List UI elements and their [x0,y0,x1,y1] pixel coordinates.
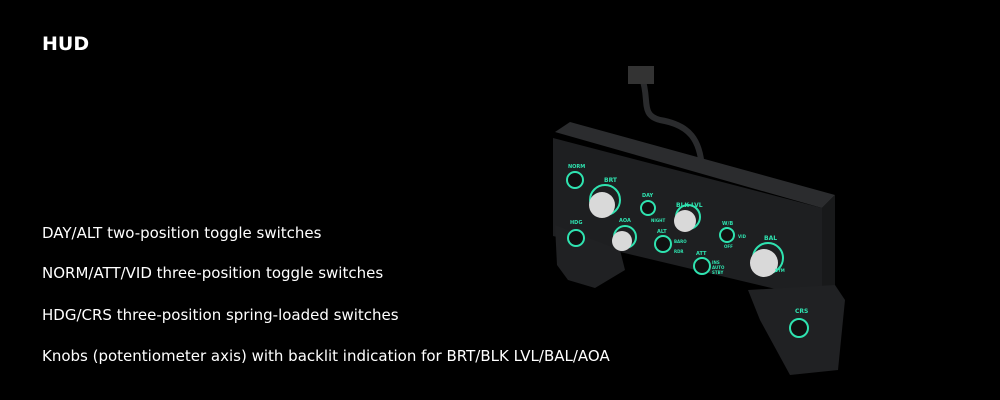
hdg-switch [567,229,585,247]
label-aoa: AOA [619,218,631,224]
blk-lvl-knob [674,204,701,232]
label-alt: ALT [657,229,667,235]
day-switch [640,200,656,216]
label-hdg: HDG [570,220,582,226]
att-switch [693,257,711,275]
panel-side [822,195,835,300]
brt-knob [589,184,621,218]
wb-switch [719,227,735,243]
feature-backlit-knobs: Knobs (potentiometer axis) with backlit … [42,347,610,365]
bal-knob [750,242,784,277]
label-baro: BARO [674,239,687,244]
label-sym: SYM [775,268,785,273]
page-title: HUD [42,33,90,55]
label-ins: INS [712,260,720,265]
crs-switch [789,318,809,338]
label-brt: BRT [604,177,618,184]
label-off: OFF [724,244,733,249]
feature-three-position-toggles: NORM/ATT/VID three-position toggle switc… [42,264,384,282]
cable [639,76,705,169]
feature-spring-loaded-switches: HDG/CRS three-position spring-loaded swi… [42,306,399,324]
label-crs: CRS [795,308,808,315]
connector [628,66,654,84]
label-auto: AUTO [712,265,725,270]
aoa-knob [612,225,637,251]
norm-switch [566,171,584,189]
label-norm: NORM [568,164,585,170]
label-wb: W/B [722,221,733,227]
label-day: DAY [642,193,654,199]
label-vid: VID [738,234,747,239]
panel-top [555,122,835,208]
label-att: ATT [696,251,707,257]
label-blk-lvl: BLK LVL [676,202,703,209]
label-night: NIGHT [651,218,665,223]
label-rdr: RDR [674,249,683,254]
feature-toggle-switches: DAY/ALT two-position toggle switches [42,224,322,242]
label-stby: STBY [712,270,723,275]
label-bal: BAL [764,235,777,242]
alt-switch [654,235,672,253]
